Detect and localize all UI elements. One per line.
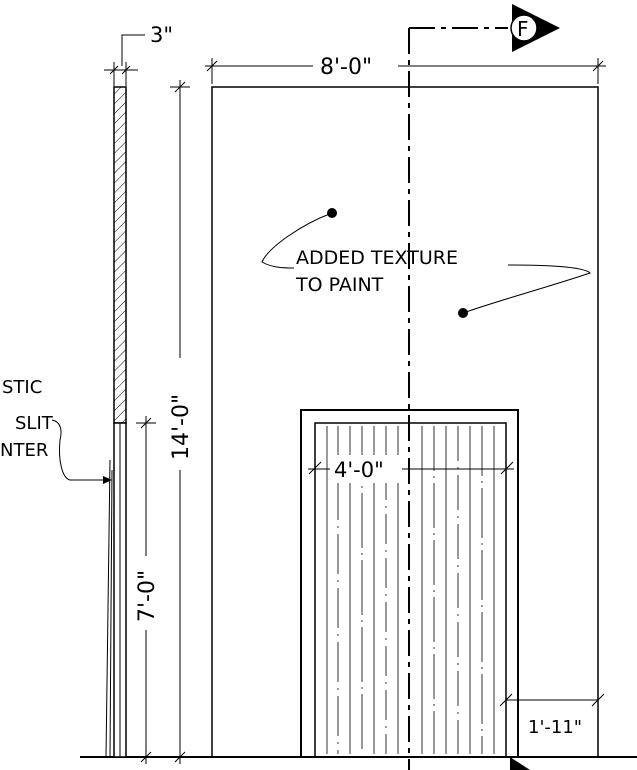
door-slab — [314, 422, 507, 758]
taper-line-2 — [109, 469, 113, 758]
wall-section-hatched — [113, 86, 127, 424]
dimension-door-width-label: 4'-0" — [334, 458, 384, 482]
dimension-width-label: 8'-0" — [320, 55, 372, 80]
dimension-offset-label: 1'-11" — [528, 717, 582, 738]
taper-line — [105, 459, 111, 758]
texture-note-line1: ADDED TEXTURE — [296, 247, 458, 269]
left-note-line2: SLIT — [15, 413, 54, 434]
dimension-door-height-label: 7'-0" — [135, 570, 160, 622]
left-note-line3: NTER — [0, 440, 48, 461]
left-note-line1: STIC — [2, 377, 42, 398]
dimension-wall-height: 14'-0" — [169, 80, 194, 764]
dimension-thickness-label: 3" — [150, 23, 173, 47]
dimension-height-label: 14'-0" — [169, 394, 194, 460]
dimension-door-width: 4'-0" — [308, 455, 514, 483]
left-note: STIC SLIT NTER — [0, 377, 112, 484]
section-cut-line — [408, 27, 508, 770]
dimension-door-offset: 1'-11" — [499, 693, 605, 738]
dimension-wall-thickness: 3" — [104, 23, 173, 86]
texture-note-line2: TO PAINT — [295, 274, 384, 296]
dimension-door-height: 7'-0" — [135, 416, 160, 764]
texture-note: ADDED TEXTURE TO PAINT — [261, 208, 591, 318]
section-marker-top: F — [510, 4, 560, 52]
section-marker-bottom-arrow — [510, 757, 530, 770]
wall-elevation-outline — [211, 86, 599, 758]
section-marker-label: F — [517, 17, 529, 41]
dimension-wall-width: 8'-0" — [205, 55, 606, 84]
